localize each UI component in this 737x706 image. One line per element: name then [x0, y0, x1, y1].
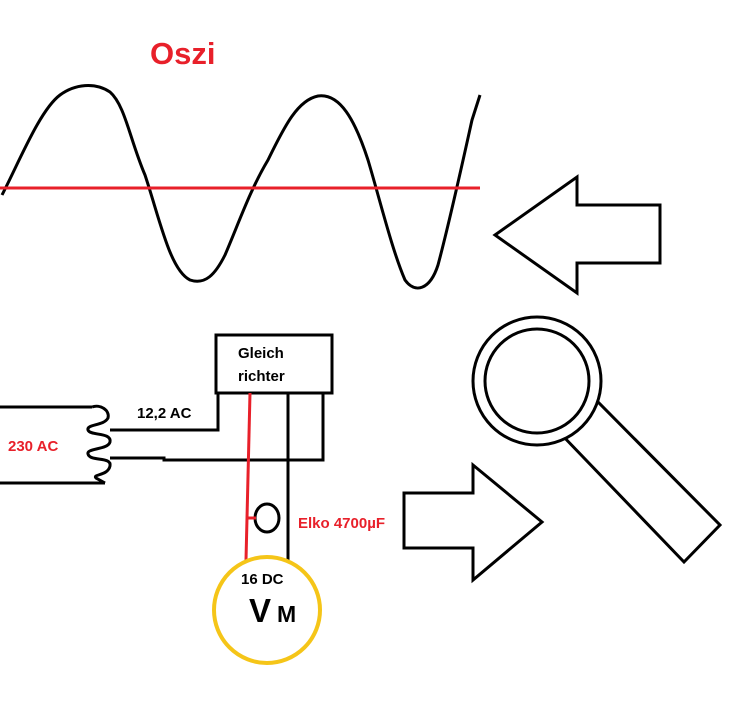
arrow-right-icon [402, 461, 545, 584]
magnifier-icon [471, 315, 723, 565]
mains-cable [0, 405, 105, 485]
capacitor-label: Elko 4700µF [298, 515, 385, 532]
positive-wire [244, 392, 252, 561]
voltmeter-reading: 16 DC [241, 571, 284, 588]
capacitor-icon [253, 502, 281, 534]
secondary-wires [110, 393, 325, 462]
voltmeter-ring [212, 555, 322, 665]
rectifier-label-2: richter [238, 368, 285, 385]
rectifier-label-1: Gleich [238, 345, 284, 362]
oscilloscope-waveform [0, 84, 482, 290]
transformer-coil [86, 404, 112, 485]
arrow-left-icon [492, 174, 662, 296]
mains-label: 230 AC [8, 438, 58, 455]
voltmeter-symbol-small: M [277, 601, 296, 627]
secondary-label: 12,2 AC [137, 405, 192, 422]
voltmeter-symbol-big: V [249, 592, 271, 629]
title: Oszi [150, 36, 215, 71]
rectifier-box [214, 333, 334, 395]
